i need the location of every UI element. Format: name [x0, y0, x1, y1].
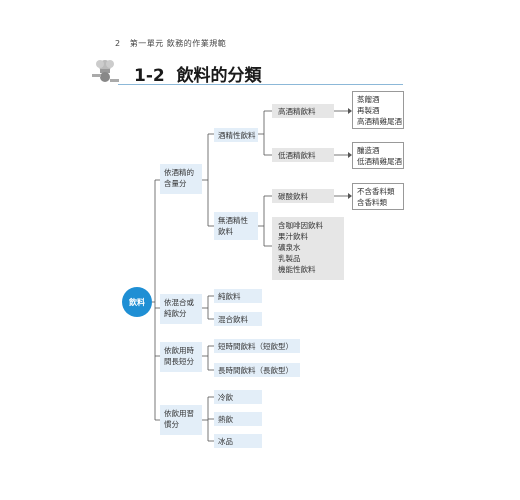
title-rule — [118, 84, 403, 85]
chef-icon — [92, 60, 119, 82]
node-low-alcohol: 低酒精飲料 — [272, 148, 334, 162]
node-by-habit: 依飲用習 慣分 — [160, 405, 202, 435]
list-item: 礦泉水 — [278, 243, 301, 252]
node-long-drink: 長時間飲料（長飲型） — [214, 363, 300, 377]
section-number: 1-2 — [134, 66, 165, 86]
node-label-line: 依酒精的 — [164, 168, 194, 177]
node-low-items: 釀造酒 低酒精雞尾酒 — [352, 142, 404, 169]
node-label-line: 依飲用習 — [164, 409, 194, 418]
page-number: 2 — [115, 39, 121, 48]
node-label-line: 依飲用時 — [164, 346, 194, 355]
node-ice-product: 冰品 — [214, 434, 262, 448]
section-heading: 飲料的分類 — [176, 66, 262, 86]
root-node-beverage: 飲料 — [122, 287, 152, 317]
list-item: 果汁飲料 — [278, 232, 308, 241]
node-label-line: 飲料 — [218, 227, 233, 236]
list-item: 釀造酒 — [357, 146, 380, 155]
node-by-mix: 依混合或 純飲分 — [160, 294, 202, 324]
node-carbonated-items: 不含香料類 含香料類 — [352, 183, 404, 210]
node-non-alcoholic: 無酒精性 飲料 — [214, 212, 258, 240]
node-label-line: 無酒精性 — [218, 216, 248, 225]
running-header: 2 第一單元 飲務的作業規範 — [115, 38, 226, 49]
list-item: 低酒精雞尾酒 — [357, 157, 402, 166]
node-label-line: 依混合或 — [164, 298, 194, 307]
list-item: 不含香料類 — [357, 187, 395, 196]
list-item: 含香料類 — [357, 198, 387, 207]
node-high-items: 蒸餾酒 再製酒 高酒精雞尾酒 — [352, 91, 404, 129]
list-item: 機能性飲料 — [278, 265, 316, 274]
node-mixed-drink: 混合飲料 — [214, 312, 262, 326]
node-by-duration: 依飲用時 間長短分 — [160, 342, 202, 372]
node-label-line: 含量分 — [164, 179, 187, 188]
node-label-line: 間長短分 — [164, 357, 194, 366]
node-label-line: 慣分 — [164, 420, 179, 429]
node-high-alcohol: 高酒精飲料 — [272, 104, 334, 118]
list-item: 再製酒 — [357, 106, 380, 115]
node-non-carbonated-list: 含咖啡因飲料 果汁飲料 礦泉水 乳製品 機能性飲料 — [272, 217, 344, 280]
node-by-alcohol: 依酒精的 含量分 — [160, 164, 202, 194]
node-alcoholic: 酒精性飲料 — [214, 128, 258, 142]
node-cold-drink: 冷飲 — [214, 390, 262, 404]
list-item: 高酒精雞尾酒 — [357, 117, 402, 126]
node-label-line: 純飲分 — [164, 309, 187, 318]
list-item: 蒸餾酒 — [357, 95, 380, 104]
node-short-drink: 短時間飲料（短飲型） — [214, 339, 300, 353]
node-hot-drink: 熱飲 — [214, 412, 262, 426]
list-item: 含咖啡因飲料 — [278, 221, 323, 230]
node-carbonated: 碳酸飲料 — [272, 189, 334, 203]
node-pure-drink: 純飲料 — [214, 289, 262, 303]
chapter-title: 第一單元 飲務的作業規範 — [129, 39, 227, 48]
section-title: 1-2 飲料的分類 — [134, 61, 262, 86]
list-item: 乳製品 — [278, 254, 301, 263]
